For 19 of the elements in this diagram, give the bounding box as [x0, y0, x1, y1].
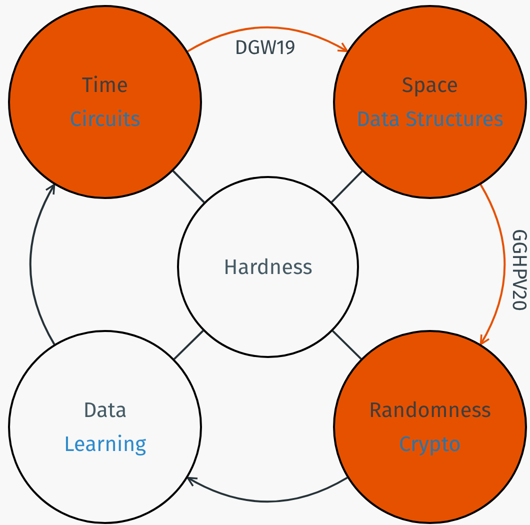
topic-subtitle: Circuits — [70, 105, 140, 134]
connector-line — [172, 170, 205, 203]
edge-label: GGHPV20 — [509, 228, 529, 312]
curved-arrow — [187, 26, 348, 52]
topic-title: Space — [402, 71, 458, 100]
edge-label: DGW19 — [234, 38, 296, 58]
topic-subtitle: Learning — [64, 430, 146, 459]
topic-title: Hardness — [224, 253, 312, 282]
curved-arrow — [29, 184, 56, 345]
topic-title: Data — [83, 396, 127, 425]
connector-line — [331, 170, 363, 203]
topic-subtitle: Data Structures — [356, 105, 504, 134]
topic-subtitle: Crypto — [399, 430, 461, 459]
curved-arrow — [186, 476, 348, 503]
curved-arrow — [480, 184, 506, 346]
topic-title: Randomness — [368, 396, 492, 425]
connector-line — [174, 330, 204, 360]
connector-line — [332, 330, 362, 360]
topic-title: Time — [82, 71, 128, 100]
